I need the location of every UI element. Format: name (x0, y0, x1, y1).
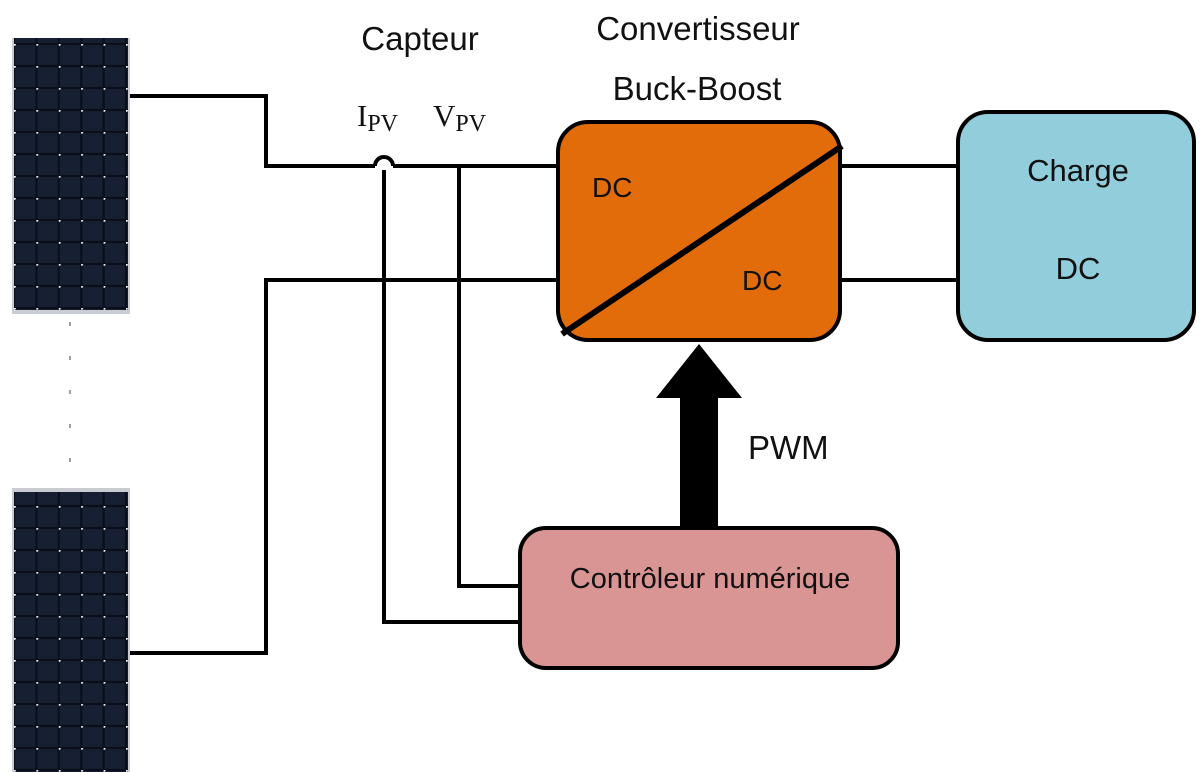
dc-load: Charge DC (956, 110, 1196, 342)
converter-input-label: DC (592, 172, 632, 203)
converter-output-label: DC (742, 265, 782, 296)
wire-positive-left (130, 94, 375, 168)
pwm-arrow-icon (656, 344, 742, 528)
load-label-line2: DC (1056, 251, 1101, 286)
solar-panel-icon (14, 492, 128, 772)
solar-panel-icon (14, 38, 128, 310)
wire-negative (130, 278, 558, 655)
converter-title-line1: Convertisseur (596, 10, 800, 47)
pwm-label: PWM (748, 429, 829, 466)
converter-title-line2: Buck-Boost (613, 70, 782, 107)
current-label: IPV (357, 98, 399, 137)
current-sensor-loop (373, 155, 395, 167)
buck-boost-converter: DC DC (556, 120, 844, 342)
solar-panel-bottom (12, 488, 130, 772)
load-label-line1: Charge (1027, 153, 1129, 188)
digital-controller: Contrôleur numérique (518, 526, 900, 670)
voltage-label: VPV (433, 98, 487, 137)
converter-diagonal (560, 143, 844, 337)
solar-panel-top (12, 38, 130, 314)
wire-current-sense (382, 170, 520, 624)
wiring (130, 94, 958, 655)
wire-voltage-sense (457, 166, 520, 588)
controller-label: Contrôleur numérique (570, 563, 850, 595)
sensor-title: Capteur (361, 20, 478, 57)
